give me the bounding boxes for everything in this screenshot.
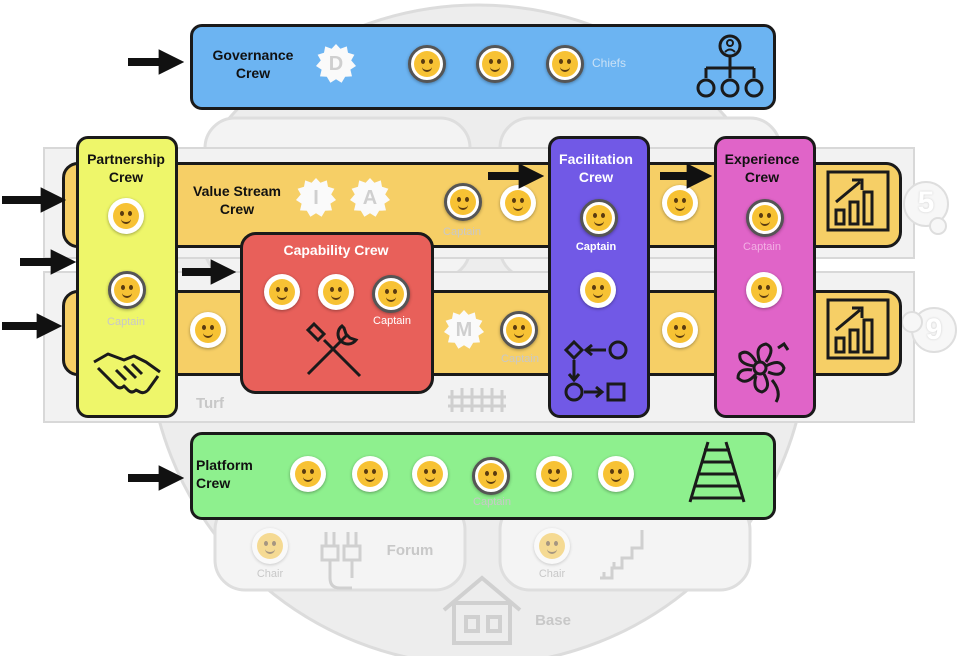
- base-label: Base: [535, 612, 571, 629]
- badge-a-text: A: [362, 186, 378, 209]
- platform-captain-avatar: [472, 457, 510, 495]
- platform-crew-title: Platform Crew: [196, 457, 253, 491]
- forum-chair-left-avatar: [252, 528, 288, 564]
- lower-stream-captain-avatar: [500, 311, 538, 349]
- governance-chief-avatar-3: [546, 45, 584, 83]
- facilitation-captain-label: Captain: [575, 241, 617, 253]
- lower-stream-member-avatar: [190, 312, 226, 348]
- value-stream-member-avatar-2: [662, 185, 698, 221]
- capability-crew-box: [240, 232, 434, 394]
- turf-label: Turf: [195, 395, 225, 412]
- facilitation-crew-title: Facilitation Crew: [559, 151, 633, 185]
- platform-crew-box: [190, 432, 776, 520]
- value-stream-crew-title: Value Stream Crew: [193, 183, 281, 217]
- platform-member-avatar-5: [598, 456, 634, 492]
- partnership-member-avatar: [108, 198, 144, 234]
- forum-chair-right-avatar: [534, 528, 570, 564]
- handshake-icon: [93, 352, 161, 395]
- badge-d-text: D: [328, 52, 344, 75]
- flow-diagram-icon: [563, 339, 628, 402]
- stream-number-9: 9: [925, 313, 943, 346]
- capability-member-avatar-1: [264, 274, 300, 310]
- experience-crew-title: Experience Crew: [724, 151, 800, 185]
- experience-captain-avatar: [746, 199, 784, 237]
- badge-m-text: M: [455, 318, 473, 341]
- facilitation-captain-avatar: [580, 199, 618, 237]
- platform-member-avatar-2: [352, 456, 388, 492]
- capability-captain-avatar: [372, 275, 410, 313]
- platform-member-avatar-4: [536, 456, 572, 492]
- badge-i-text: I: [313, 186, 319, 209]
- experience-captain-label: Captain: [743, 241, 781, 253]
- capability-crew-title: Capability Crew: [283, 242, 389, 258]
- governance-chief-avatar-1: [408, 45, 446, 83]
- capability-captain-label: Captain: [373, 315, 411, 327]
- org-chart-icon: [696, 34, 764, 98]
- value-stream-captain-label: Captain: [443, 226, 481, 238]
- governance-crew-box: [190, 24, 776, 110]
- tools-icon: [305, 321, 362, 378]
- platform-member-avatar-3: [412, 456, 448, 492]
- platform-member-avatar-1: [290, 456, 326, 492]
- lower-stream-captain-label: Captain: [501, 353, 539, 365]
- platform-captain-label: Captain: [473, 496, 511, 508]
- chart-growth-icon-2: [826, 298, 890, 360]
- stream-number-5: 5: [917, 186, 935, 219]
- value-stream-captain-avatar: [444, 183, 482, 221]
- railroad-track-icon: [688, 441, 746, 503]
- partnership-captain-avatar: [108, 271, 146, 309]
- flower-icon: [736, 341, 790, 403]
- value-stream-member-avatar: [500, 185, 536, 221]
- forum-chair-left-label: Chair: [256, 568, 284, 580]
- lower-stream-member-avatar-2: [662, 312, 698, 348]
- governance-chief-avatar-2: [476, 45, 514, 83]
- facilitation-member-avatar: [580, 272, 616, 308]
- partnership-captain-label: Captain: [107, 316, 145, 328]
- experience-member-avatar: [746, 272, 782, 308]
- forum-label: Forum: [386, 542, 434, 559]
- capability-member-avatar-2: [318, 274, 354, 310]
- partnership-crew-title: Partnership Crew: [87, 151, 165, 185]
- chart-growth-icon: [826, 170, 890, 232]
- governance-crew-title: Governance Crew: [212, 47, 294, 81]
- chiefs-label: Chiefs: [592, 56, 627, 70]
- forum-chair-right-label: Chair: [538, 568, 566, 580]
